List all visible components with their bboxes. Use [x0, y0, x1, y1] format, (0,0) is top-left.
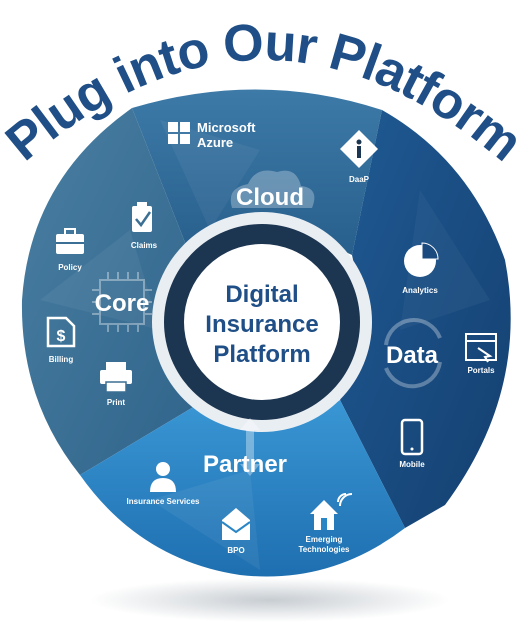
portals-label: Portals	[467, 366, 495, 375]
house-wifi-icon	[310, 493, 353, 530]
pie-chart-icon	[404, 242, 439, 277]
facet-data	[400, 190, 490, 330]
up-down-arrows-icon	[240, 418, 260, 476]
browser-window-icon	[465, 333, 497, 363]
data-label: Data	[386, 342, 439, 369]
policy-label: Policy	[58, 263, 82, 272]
printer-icon	[100, 362, 132, 393]
claims-label: Claims	[131, 241, 158, 250]
emerging-label: Emerging	[306, 535, 343, 544]
bpo-label: BPO	[227, 546, 244, 555]
diamond-info-icon	[340, 130, 378, 168]
center-disc	[184, 244, 340, 400]
facet-core	[40, 230, 160, 330]
billing-label: Billing	[49, 355, 74, 364]
center-line-1: Digital	[225, 281, 298, 308]
briefcase-icon	[56, 228, 84, 254]
azure-label: Azure	[197, 135, 233, 150]
partner-label: Partner	[203, 451, 287, 478]
facet-partner	[150, 470, 260, 570]
microsoft-label: Microsoft	[197, 120, 256, 135]
partner-segment	[80, 400, 405, 577]
core-segment	[21, 108, 205, 475]
smartphone-icon	[400, 418, 424, 456]
person-icon	[150, 462, 176, 492]
clipboard-check-icon	[132, 202, 152, 232]
dollar-document-icon: $	[46, 316, 76, 348]
insurance-services-label: Insurance Services	[127, 497, 200, 506]
envelope-icon	[221, 508, 251, 540]
daap-label: DaaP	[349, 175, 370, 184]
analytics-label: Analytics	[402, 286, 438, 295]
windows-logo-icon	[168, 122, 190, 144]
chip-icon	[92, 272, 152, 332]
data-segment	[340, 110, 511, 528]
floor-shadow	[90, 578, 450, 622]
refresh-arrows-icon	[384, 318, 442, 389]
center-line-3: Platform	[213, 341, 310, 368]
cloud-label: Cloud	[236, 184, 304, 211]
cloud-icon	[230, 170, 315, 208]
facet-cloud	[160, 120, 260, 230]
technologies-label: Technologies	[299, 545, 351, 554]
core-label: Core	[95, 290, 150, 317]
center-line-2: Insurance	[205, 311, 318, 338]
mobile-label: Mobile	[399, 460, 425, 469]
cloud-segment	[132, 89, 382, 255]
print-label: Print	[107, 398, 126, 407]
svg-text:$: $	[57, 328, 66, 345]
